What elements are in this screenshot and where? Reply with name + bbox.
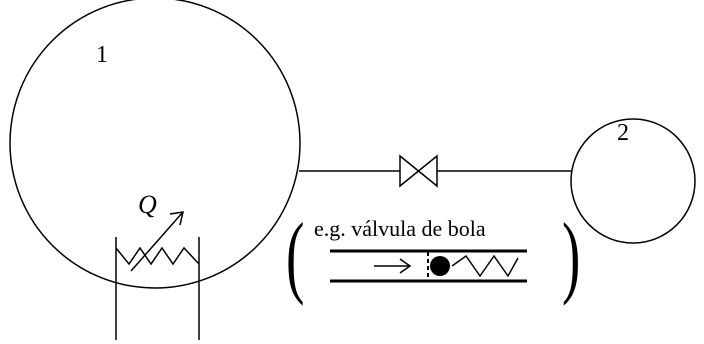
heat-arrow-icon bbox=[130, 211, 184, 272]
heater-coil-icon bbox=[115, 237, 200, 340]
tank-1 bbox=[9, 0, 301, 289]
ball-valve-icon bbox=[330, 249, 527, 283]
valve-note-text: e.g. válvula de bola bbox=[314, 216, 486, 241]
valve-note-close-paren: ) bbox=[562, 205, 580, 307]
valve-note-open-paren: ( bbox=[286, 205, 304, 307]
tank-1-label: 1 bbox=[96, 42, 108, 68]
tank-2 bbox=[570, 118, 696, 244]
tank-2-label: 2 bbox=[617, 120, 629, 146]
gate-valve-icon bbox=[399, 154, 438, 188]
heat-label: Q bbox=[138, 190, 157, 219]
